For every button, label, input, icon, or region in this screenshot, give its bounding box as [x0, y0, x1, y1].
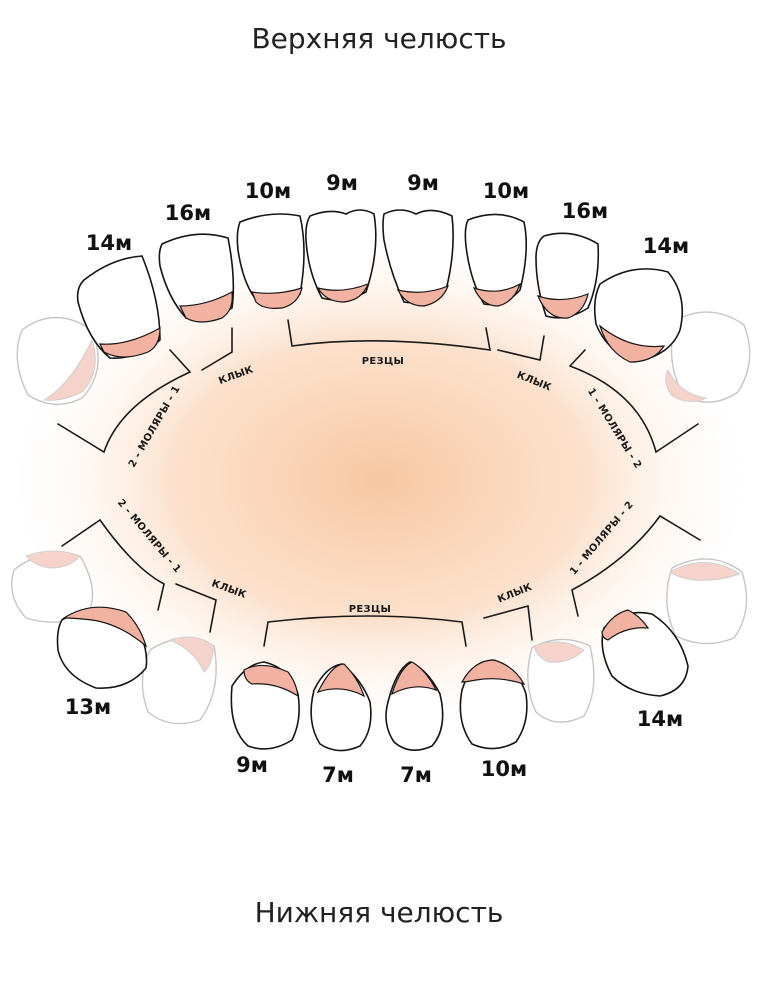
lower-left-faint-molar [11, 550, 94, 623]
lower-age-6: 14м [637, 707, 683, 731]
lower-right-canine-bracket [483, 604, 533, 641]
lower-incisors-bracket [263, 615, 467, 647]
lower-jaw-title: Нижняя челюсть [254, 896, 504, 929]
upper-left-canine-bracket [201, 327, 233, 371]
upper-tooth-6 [464, 213, 528, 307]
upper-age-6: 10м [483, 179, 529, 203]
lower-age-2: 9м [236, 753, 268, 777]
upper-age-8: 14м [643, 234, 689, 258]
upper-tooth-4 [305, 209, 377, 303]
lower-left-molars-bracket [61, 518, 165, 611]
lower-right-faint-canine [527, 638, 595, 723]
upper-tooth-7 [535, 232, 600, 319]
upper-age-5: 9м [407, 171, 439, 195]
lower-right-faint-molar [666, 558, 748, 645]
upper-tooth-5 [382, 209, 454, 307]
lower-age-3: 7м [322, 763, 354, 787]
lower-tooth-6 [601, 609, 689, 697]
upper-tooth-2 [158, 233, 235, 323]
lower-age-4: 7м [400, 763, 432, 787]
upper-left-faint-molar [16, 316, 99, 405]
upper-age-3: 10м [245, 179, 291, 203]
upper-incisors-bracket [287, 319, 491, 351]
upper-age-1: 14м [86, 231, 132, 255]
upper-incisors-label: РЕЗЦЫ [362, 356, 404, 367]
lower-tooth-4 [385, 661, 444, 751]
lower-incisors-label: РЕЗЦЫ [349, 604, 391, 615]
upper-tooth-3 [236, 213, 305, 309]
upper-jaw-title: Верхняя челюсть [251, 22, 507, 55]
lower-tooth-2 [230, 661, 300, 750]
upper-right-molars-bracket [569, 349, 699, 454]
upper-age-7: 16м [562, 199, 608, 223]
lower-left-faint-canine [141, 636, 217, 725]
lower-tooth-5 [459, 659, 528, 750]
upper-right-canine-bracket [497, 335, 545, 361]
lower-age-1: 13м [65, 695, 111, 719]
upper-tooth-1 [76, 255, 161, 359]
lower-tooth-1 [56, 606, 148, 689]
upper-tooth-8 [593, 268, 684, 363]
upper-age-4: 9м [326, 171, 358, 195]
mouth-glow [0, 220, 758, 740]
upper-age-2: 16м [165, 201, 211, 225]
lower-tooth-3 [310, 663, 372, 752]
lower-age-5: 10м [481, 757, 527, 781]
lower-right-molars-bracket [571, 514, 701, 617]
upper-right-faint-molar [665, 311, 751, 403]
lower-left-canine-bracket [175, 583, 217, 633]
upper-left-molars-bracket [57, 349, 192, 454]
